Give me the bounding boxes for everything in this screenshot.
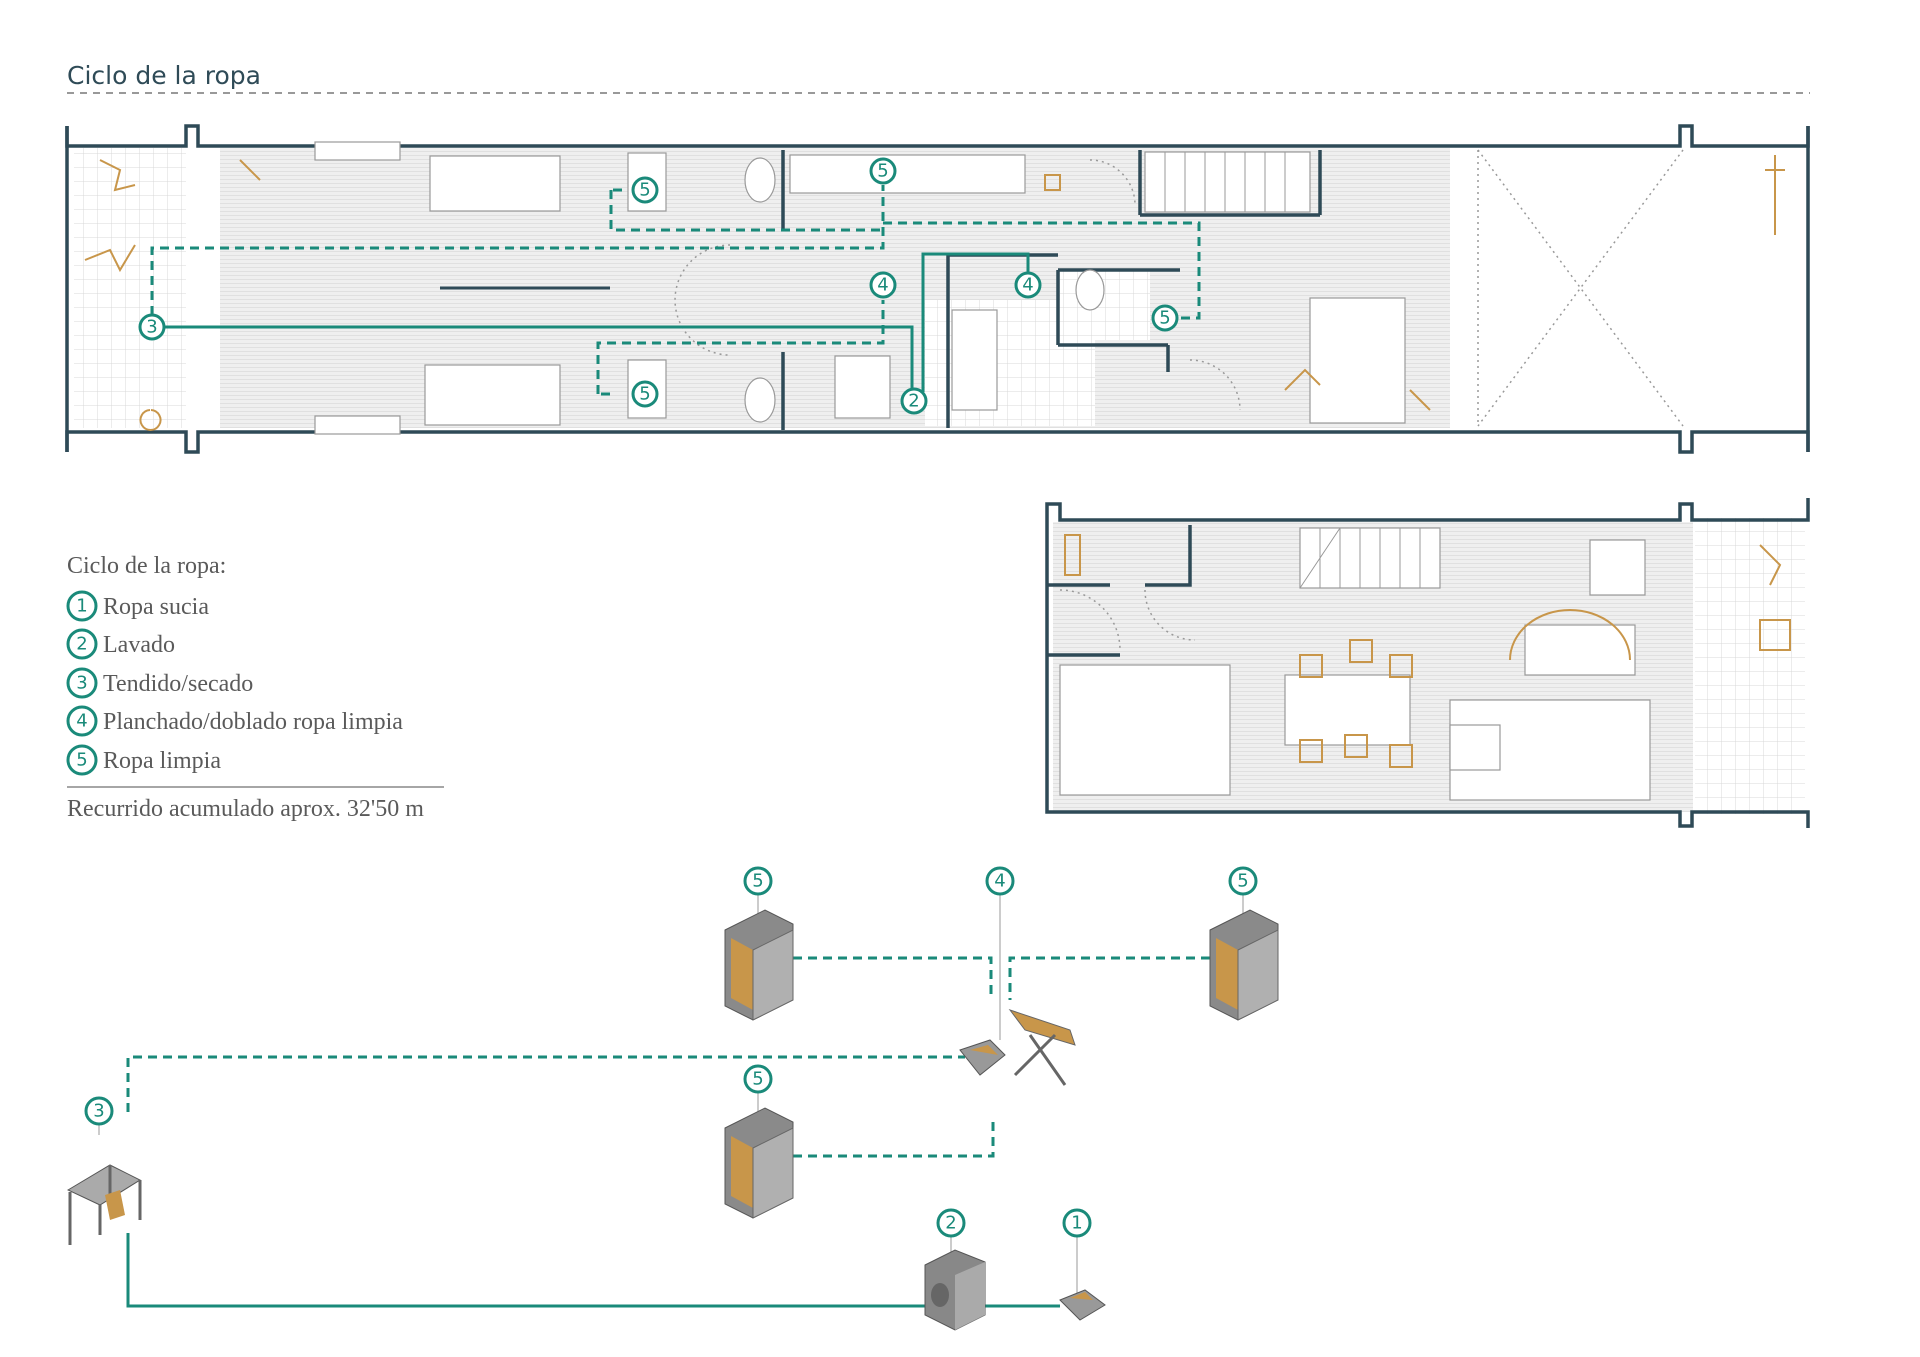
top-wall	[1045, 498, 1810, 522]
flow-solid-route	[126, 1233, 1060, 1308]
svg-text:2: 2	[908, 391, 919, 412]
svg-text:Ropa limpia: Ropa limpia	[103, 748, 221, 774]
closet	[789, 154, 1026, 194]
svg-text:5: 5	[752, 871, 763, 892]
lower-floor-plan	[1045, 498, 1810, 828]
left-terrace	[74, 148, 186, 428]
svg-text:4: 4	[1022, 275, 1033, 296]
svg-text:1: 1	[76, 596, 87, 617]
toilet	[1075, 269, 1105, 311]
right-terrace	[1695, 518, 1805, 814]
plants	[84, 155, 1785, 431]
door-swing	[674, 159, 1241, 411]
bottom-wall	[1045, 518, 1810, 828]
armchair	[1589, 539, 1646, 596]
svg-text:5: 5	[639, 384, 650, 405]
legend-item: 5 Ropa limpia	[66, 744, 221, 776]
legend-item: 2 Lavado	[66, 628, 175, 660]
svg-text:3: 3	[93, 1101, 104, 1122]
svg-text:4: 4	[877, 275, 888, 296]
svg-text:5: 5	[76, 750, 87, 771]
stairs	[1299, 527, 1441, 589]
flow-diagram: 5 4 5 5 3 2 1	[66, 866, 1279, 1331]
svg-text:5: 5	[639, 180, 650, 201]
washing-machine-icon	[924, 1249, 986, 1331]
svg-text:5: 5	[752, 1069, 763, 1090]
svg-text:5: 5	[877, 161, 888, 182]
wardrobe-icon	[724, 909, 794, 1021]
sink	[744, 157, 776, 203]
svg-text:3: 3	[146, 317, 157, 338]
sink	[744, 377, 776, 423]
svg-text:2: 2	[76, 634, 87, 655]
double-bed	[1309, 297, 1406, 424]
legend-item: 3 Tendido/secado	[66, 667, 253, 699]
page-title: Ciclo de la ropa	[67, 61, 261, 90]
dirty-laundry-basket-icon	[1059, 1289, 1106, 1321]
svg-text:4: 4	[76, 711, 87, 732]
plan-markers: 3 4 5 5 5 2 4 5	[138, 157, 1179, 415]
svg-text:Lavado: Lavado	[103, 632, 175, 658]
svg-text:2: 2	[945, 1213, 956, 1234]
upper-floor-plan: 3 4 5 5 5 2 4 5	[65, 124, 1810, 454]
partition-walls	[1047, 525, 1192, 657]
svg-text:5: 5	[1159, 308, 1170, 329]
chairs-and-decor	[1064, 534, 1791, 768]
top-wall	[65, 124, 1810, 148]
toilet-tiles	[1060, 270, 1150, 340]
bed	[424, 364, 561, 426]
coffee-table	[1524, 624, 1636, 676]
legend-item: 1 Ropa sucia	[66, 590, 209, 622]
svg-text:Ropa sucia: Ropa sucia	[103, 594, 209, 620]
shower	[834, 355, 891, 419]
diagram-markers: 5 4 5 5 3 2 1	[84, 866, 1258, 1238]
bed	[429, 155, 561, 212]
wardrobe-icon	[724, 1107, 794, 1219]
window	[314, 415, 401, 435]
svg-text:4: 4	[994, 871, 1005, 892]
wardrobe-icon	[1209, 909, 1279, 1021]
drying-rack-icon	[66, 1164, 142, 1245]
svg-text:Planchado/doblado ropa limpia: Planchado/doblado ropa limpia	[103, 709, 403, 735]
svg-text:5: 5	[1237, 871, 1248, 892]
window	[314, 141, 401, 161]
ironing-board-icon	[1008, 1009, 1076, 1086]
shelf	[951, 309, 998, 411]
route-dashed-clean	[150, 185, 1201, 396]
kitchen-counter	[1059, 664, 1231, 796]
legend-heading: Ciclo de la ropa:	[67, 553, 226, 579]
route-solid-washing	[160, 325, 914, 398]
bottom-wall	[65, 430, 1810, 454]
svg-text:Tendido/secado: Tendido/secado	[103, 671, 253, 697]
void	[1477, 149, 1684, 427]
side-table	[1449, 724, 1501, 771]
svg-text:3: 3	[76, 673, 87, 694]
svg-text:1: 1	[1071, 1213, 1082, 1234]
flow-dashed-routes	[126, 956, 1210, 1158]
laundry-basket-icon	[959, 1039, 1006, 1076]
dining-table	[1284, 674, 1411, 746]
total-distance: Recurrido acumulado aprox. 32'50 m	[67, 796, 424, 822]
route-solid-ironing	[921, 252, 1030, 392]
stairs	[1144, 151, 1311, 213]
legend: Ciclo de la ropa: 1 Ropa sucia 2 Lavado …	[66, 553, 444, 822]
legend-item: 4 Planchado/doblado ropa limpia	[66, 705, 403, 737]
